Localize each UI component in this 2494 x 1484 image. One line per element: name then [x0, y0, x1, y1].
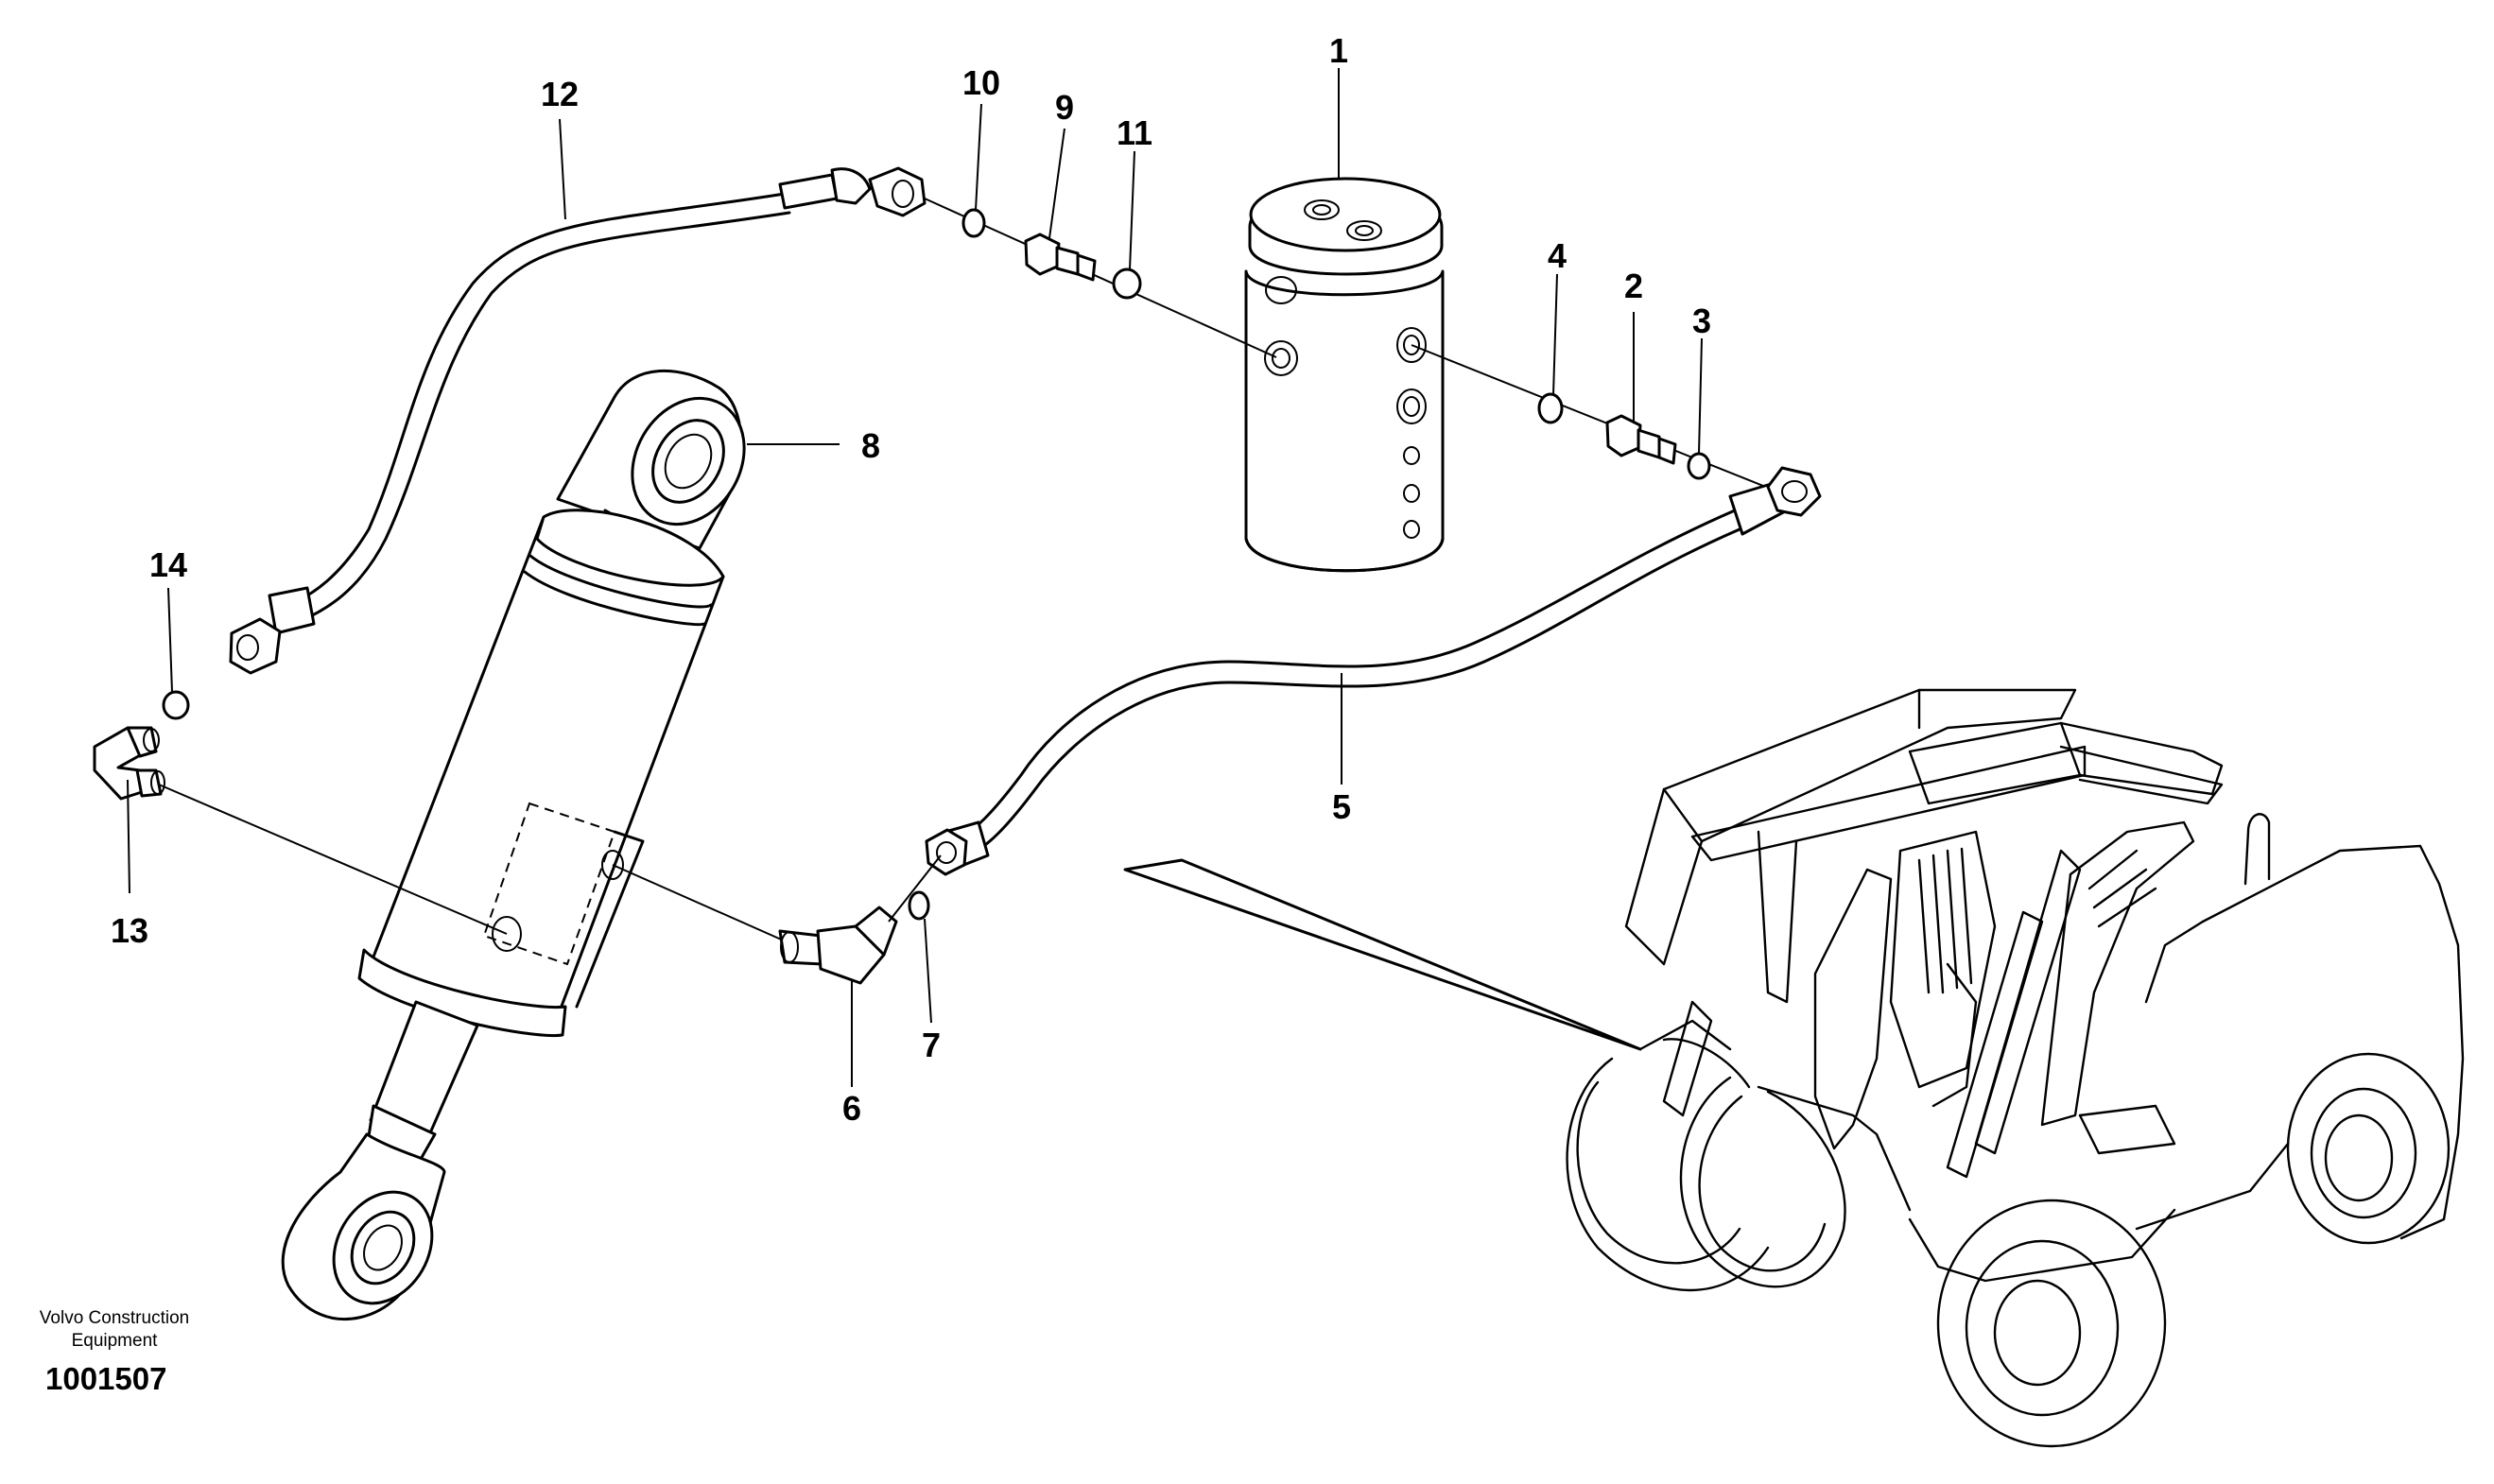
fittings-left [93, 690, 508, 935]
hose-12 [229, 166, 927, 675]
location-pointer [1123, 858, 1642, 1051]
swivel-block-1 [1244, 177, 1445, 573]
leader-12 [559, 118, 566, 220]
callout-labels: 1 2 3 4 5 6 7 8 9 10 11 12 13 14 [111, 31, 1711, 1128]
callout-10: 10 [962, 63, 1000, 102]
o-ring-14 [162, 690, 190, 720]
document-number: 1001507 [45, 1361, 166, 1396]
leader-10 [975, 103, 982, 211]
hose-5 [925, 466, 1822, 876]
fittings-upper [924, 198, 1277, 358]
callout-12: 12 [541, 75, 579, 113]
callout-1: 1 [1329, 31, 1348, 70]
o-ring-3 [1687, 452, 1711, 480]
leader-lines [127, 68, 1703, 1087]
leader-4 [1552, 273, 1558, 396]
o-ring-10 [961, 208, 986, 238]
footer: Volvo Construction Equipment 1001507 [40, 1308, 189, 1396]
cylinder-8 [281, 369, 746, 1320]
elbow-6 [778, 906, 898, 985]
leader-7 [924, 918, 932, 1024]
fittings-right [1411, 344, 1774, 491]
o-ring-4 [1537, 392, 1564, 424]
callout-7: 7 [922, 1026, 941, 1064]
callout-6: 6 [842, 1089, 861, 1128]
fittings-lower [612, 854, 942, 985]
callout-5: 5 [1332, 787, 1351, 826]
leader-3 [1698, 337, 1703, 455]
callout-8: 8 [861, 426, 880, 465]
callout-13: 13 [111, 911, 148, 950]
leader-11 [1129, 150, 1135, 270]
leader-9 [1048, 128, 1065, 239]
callout-14: 14 [149, 545, 187, 584]
o-ring-7 [908, 890, 930, 921]
elbow-13 [93, 726, 165, 801]
leader-14 [167, 587, 173, 693]
callout-11: 11 [1117, 113, 1152, 152]
brand-line-1: Volvo Construction [40, 1308, 189, 1328]
leader-13 [127, 779, 130, 894]
callout-4: 4 [1548, 236, 1567, 275]
callout-2: 2 [1624, 267, 1643, 305]
callout-9: 9 [1055, 88, 1074, 127]
callout-3: 3 [1692, 302, 1711, 340]
nipple-9 [1024, 233, 1097, 282]
nipple-2 [1605, 414, 1677, 465]
machine-overview [1566, 688, 2465, 1448]
o-ring-11 [1112, 267, 1142, 300]
brand-line-2: Equipment [72, 1331, 159, 1351]
